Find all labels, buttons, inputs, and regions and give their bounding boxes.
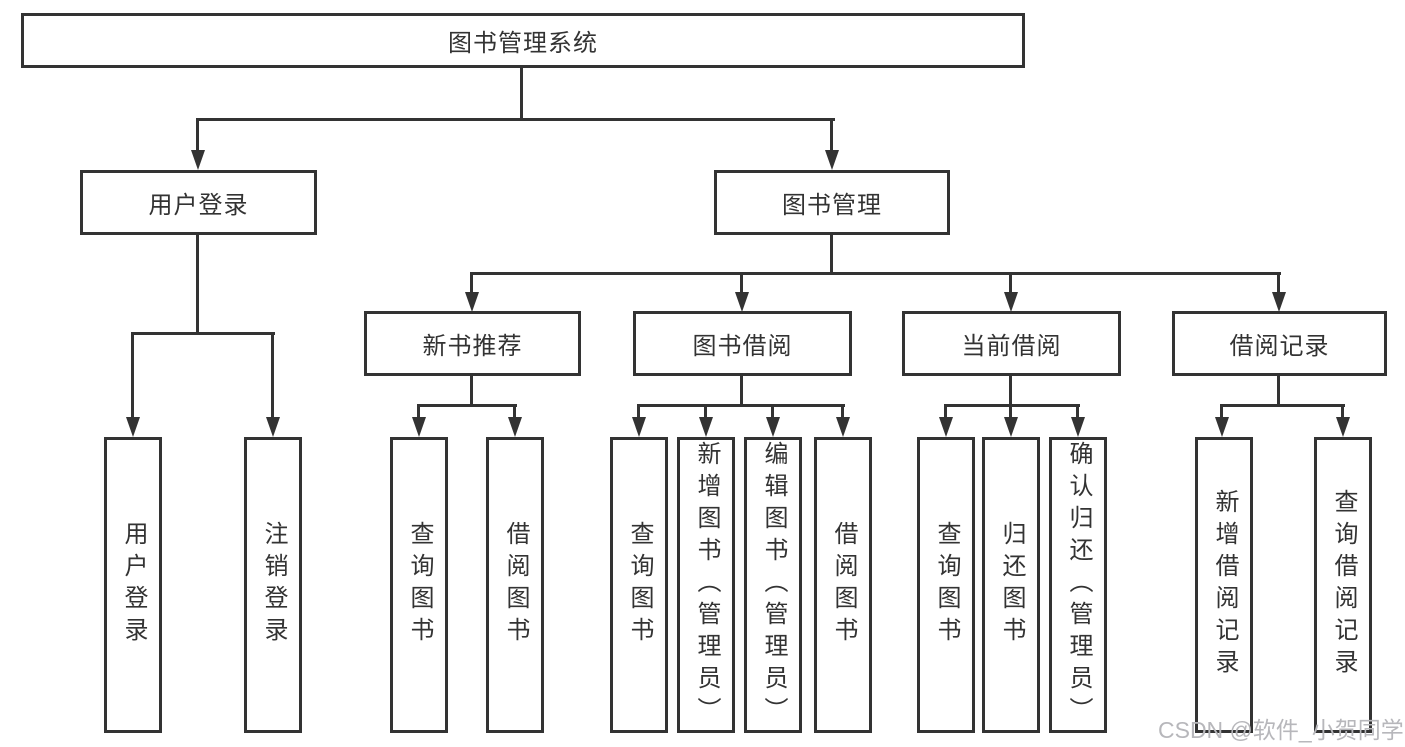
leaf-label: 查询图书 xyxy=(406,521,433,649)
node-book-management: 图书管理 xyxy=(714,170,950,235)
arrowhead-icon xyxy=(1004,292,1018,312)
leaf-label: 新增图书（管理员） xyxy=(693,441,720,729)
node-user-login-label: 用户登录 xyxy=(148,192,249,219)
arrowhead-icon xyxy=(825,150,839,170)
connector-borrowrecords-branch xyxy=(1220,404,1345,407)
leaf-borrow-books-newbooks: 借阅图书 xyxy=(486,437,544,733)
connector-newbooks-branch xyxy=(417,404,517,407)
arrowhead-icon xyxy=(508,417,522,437)
node-book-borrow-label: 图书借阅 xyxy=(692,333,793,360)
leaf-query-books-current: 查询图书 xyxy=(917,437,975,733)
connector-newbooks-stub xyxy=(513,404,516,418)
leaf-borrow-books-borrow: 借阅图书 xyxy=(814,437,872,733)
arrowhead-icon xyxy=(939,417,953,437)
connector-bookborrow-stub xyxy=(637,404,640,418)
arrowhead-icon xyxy=(632,417,646,437)
node-borrow-records-label: 借阅记录 xyxy=(1229,333,1330,360)
leaf-query-books-newbooks: 查询图书 xyxy=(390,437,448,733)
connector-userlogin-branch xyxy=(131,332,275,335)
node-user-login: 用户登录 xyxy=(80,170,317,235)
connector-userlogin-stem xyxy=(196,235,199,335)
arrowhead-icon xyxy=(735,292,749,312)
arrowhead-icon xyxy=(1336,417,1350,437)
connector-bookmgmt-stub xyxy=(470,272,473,294)
connector-currentborrow-branch xyxy=(944,404,1080,407)
connector-userlogin-stub xyxy=(271,332,274,418)
arrowhead-icon xyxy=(699,417,713,437)
leaf-label: 用户登录 xyxy=(120,521,147,649)
connector-borrowrecords-stem xyxy=(1277,376,1280,407)
leaf-label: 借阅图书 xyxy=(502,521,529,649)
connector-currentborrow-stub xyxy=(944,404,947,418)
leaf-label: 编辑图书（管理员） xyxy=(760,441,787,729)
leaf-return-books: 归还图书 xyxy=(982,437,1040,733)
connector-borrowrecords-stub xyxy=(1220,404,1223,418)
connector-bookborrow-branch xyxy=(637,404,845,407)
leaf-label: 查询借阅记录 xyxy=(1330,489,1357,681)
connector-bookmgmt-stub xyxy=(1277,272,1280,294)
connector-root-right-stub xyxy=(830,118,833,152)
leaf-user-login: 用户登录 xyxy=(104,437,162,733)
leaf-query-books-borrow: 查询图书 xyxy=(610,437,668,733)
arrowhead-icon xyxy=(766,417,780,437)
arrowhead-icon xyxy=(465,292,479,312)
leaf-edit-books-admin: 编辑图书（管理员） xyxy=(744,437,802,733)
arrowhead-icon xyxy=(1004,417,1018,437)
leaf-label: 查询图书 xyxy=(626,521,653,649)
node-root-label: 图书管理系统 xyxy=(448,30,598,57)
connector-bookmgmt-stem xyxy=(830,235,833,275)
leaf-logout: 注销登录 xyxy=(244,437,302,733)
leaf-label: 注销登录 xyxy=(260,521,287,649)
connector-bookborrow-stub xyxy=(704,404,707,418)
connector-bookmgmt-branch xyxy=(470,272,1281,275)
arrowhead-icon xyxy=(1071,417,1085,437)
connector-root-left-stub xyxy=(196,118,199,152)
leaf-add-borrow-record: 新增借阅记录 xyxy=(1195,437,1253,733)
arrowhead-icon xyxy=(1272,292,1286,312)
connector-userlogin-stub xyxy=(131,332,134,418)
node-borrow-records: 借阅记录 xyxy=(1172,311,1387,376)
node-current-borrow: 当前借阅 xyxy=(902,311,1121,376)
arrowhead-icon xyxy=(1215,417,1229,437)
connector-newbooks-stem xyxy=(470,376,473,407)
connector-bookmgmt-stub xyxy=(1009,272,1012,294)
leaf-label: 确认归还（管理员） xyxy=(1065,441,1092,729)
connector-bookborrow-stem xyxy=(740,376,743,407)
node-book-management-label: 图书管理 xyxy=(782,192,882,219)
node-current-borrow-label: 当前借阅 xyxy=(961,333,1062,360)
connector-root-branch xyxy=(196,118,835,121)
leaf-query-borrow-record: 查询借阅记录 xyxy=(1314,437,1372,733)
leaf-label: 借阅图书 xyxy=(830,521,857,649)
node-book-borrow: 图书借阅 xyxy=(633,311,852,376)
leaf-label: 查询图书 xyxy=(933,521,960,649)
node-root: 图书管理系统 xyxy=(21,13,1025,68)
arrowhead-icon xyxy=(412,417,426,437)
arrowhead-icon xyxy=(266,417,280,437)
connector-borrowrecords-stub xyxy=(1341,404,1344,418)
arrowhead-icon xyxy=(126,417,140,437)
leaf-confirm-return-admin: 确认归还（管理员） xyxy=(1049,437,1107,733)
arrowhead-icon xyxy=(191,150,205,170)
arrowhead-icon xyxy=(836,417,850,437)
connector-bookmgmt-stub xyxy=(740,272,743,294)
connector-currentborrow-stub xyxy=(1009,404,1012,418)
connector-newbooks-stub xyxy=(417,404,420,418)
csdn-watermark: CSDN @软件_小贺同学 xyxy=(1158,717,1404,743)
node-new-book-recommend: 新书推荐 xyxy=(364,311,581,376)
node-new-book-recommend-label: 新书推荐 xyxy=(422,333,523,360)
leaf-label: 新增借阅记录 xyxy=(1211,489,1238,681)
connector-bookborrow-stub xyxy=(841,404,844,418)
leaf-add-books-admin: 新增图书（管理员） xyxy=(677,437,735,733)
leaf-label: 归还图书 xyxy=(998,521,1025,649)
connector-currentborrow-stem xyxy=(1009,376,1012,407)
connector-currentborrow-stub xyxy=(1076,404,1079,418)
connector-root-stem xyxy=(520,68,523,120)
connector-bookborrow-stub xyxy=(771,404,774,418)
